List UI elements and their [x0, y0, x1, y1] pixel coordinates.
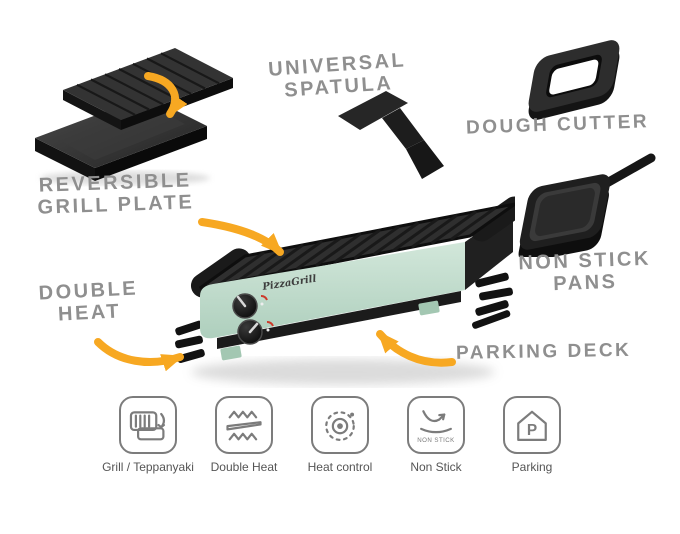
feature-parking: P Parking [484, 396, 580, 475]
control-knob-1 [232, 293, 268, 319]
grill-foot-left [220, 345, 242, 361]
non-stick-pan-illustration [518, 153, 656, 257]
parking-icon-letter: P [527, 422, 537, 439]
feature-non-stick: NON STICK Non Stick [388, 396, 484, 475]
double-heat-icon [215, 396, 273, 454]
grill-ribbed-plate [63, 48, 233, 130]
feature-heat-control: Heat control [292, 396, 388, 475]
grill-foot-right [418, 300, 440, 316]
feature-double-heat: Double Heat [196, 396, 292, 475]
heat-control-icon [311, 396, 369, 454]
feature-legend: Grill / Teppanyaki Double Heat [100, 396, 580, 475]
feature-grill-teppanyaki: Grill / Teppanyaki [100, 396, 196, 475]
callout-dough-cutter: DOUGH CUTTER [465, 111, 650, 139]
parking-icon: P [503, 396, 561, 454]
feature-label: Heat control [307, 460, 373, 474]
feature-label: Parking [511, 460, 553, 474]
feature-label: Grill / Teppanyaki [102, 460, 194, 474]
feature-label: Non Stick [410, 460, 462, 474]
raclette-grill-illustration: PizzaGrill [175, 196, 515, 385]
arrow-double-heat [94, 338, 184, 372]
pan-body [519, 174, 611, 250]
control-knob-2 [237, 319, 274, 345]
parking-deck-handles-right [472, 272, 513, 329]
reversible-grill-plate-illustration [35, 48, 233, 185]
grill-teppanyaki-icon [119, 396, 177, 454]
callout-reversible-grill-plate: REVERSIBLE GRILL PLATE [37, 169, 195, 220]
grill-body [200, 242, 465, 339]
dough-cutter-illustration [528, 40, 620, 120]
universal-spatula-illustration [338, 91, 444, 179]
feature-label: Double Heat [210, 460, 278, 474]
parking-deck [217, 291, 461, 349]
non-stick-icon-text: NON STICK [417, 437, 455, 444]
callout-parking-deck: PARKING DECK [455, 339, 632, 364]
callout-double-heat: DOUBLE HEAT [38, 277, 139, 327]
non-stick-icon: NON STICK [407, 396, 465, 454]
callout-non-stick-pans: NON STICK PANS [518, 247, 652, 296]
grill-shadow [191, 359, 495, 385]
